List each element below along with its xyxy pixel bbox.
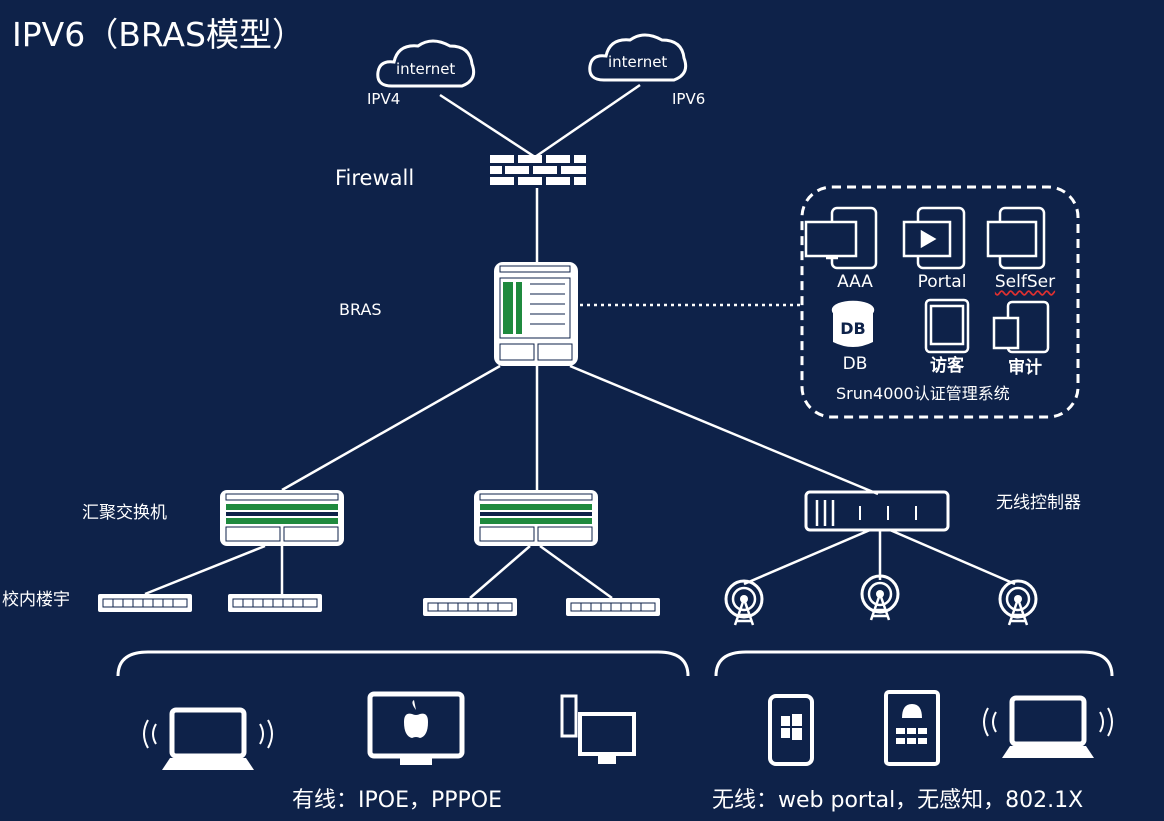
link-controller-ap3 <box>889 528 1016 586</box>
wireless-controller-icon <box>804 490 950 532</box>
db-icon <box>831 300 875 347</box>
ipv6-label: IPV6 <box>672 90 706 108</box>
portal-icon <box>902 206 966 270</box>
access-switch-icon <box>422 597 518 617</box>
connection-lines <box>144 83 1016 600</box>
access-switch-icon <box>565 597 661 617</box>
aggregation-switch-label: 汇聚交换机 <box>82 503 167 523</box>
access-point-icon <box>724 579 764 627</box>
selfservice-icon <box>986 206 1046 270</box>
aaa-icon <box>804 206 878 270</box>
aggregation-switch-icon <box>219 489 345 547</box>
db-icon-text: DB <box>840 319 865 338</box>
module-label-visitor: 访客 <box>930 356 964 376</box>
visitor-icon <box>924 298 970 354</box>
link-ipv6-firewall <box>534 83 641 159</box>
android-tablet-icon <box>884 690 940 766</box>
firewall-icon <box>490 155 586 185</box>
cloud-icon <box>588 33 688 82</box>
firewall-label: Firewall <box>335 166 415 190</box>
imac-icon <box>367 691 465 765</box>
ipv4-label: IPV4 <box>367 90 401 108</box>
bras-chassis-icon <box>494 262 578 366</box>
wireless-controller-label: 无线控制器 <box>996 493 1081 513</box>
bras-label: BRAS <box>339 300 382 319</box>
module-label-selfser: SelfSer <box>994 272 1056 292</box>
cloud-icon <box>376 39 476 88</box>
cloud-text-ipv4: internet <box>396 60 456 78</box>
module-label-portal: Portal <box>917 272 967 292</box>
link-agg2-sw4 <box>539 544 613 600</box>
access-point-icon <box>998 579 1038 627</box>
aggregation-switch-icon <box>473 489 599 547</box>
link-agg2-sw3 <box>469 545 531 599</box>
page-title: IPV6（BRAS模型） <box>12 15 305 54</box>
srun-system-box <box>800 185 1080 419</box>
link-bras-controller <box>569 364 879 496</box>
campus-building-label: 校内楼宇 <box>2 590 70 610</box>
laptop-icon <box>144 710 272 770</box>
link-controller-ap1 <box>743 528 871 586</box>
desktop-pc-icon <box>560 694 636 764</box>
link-agg1-sw1 <box>144 544 266 596</box>
module-label-aaa: AAA <box>837 272 873 292</box>
access-switch-icon <box>97 593 193 613</box>
module-label-audit: 审计 <box>1008 358 1042 378</box>
wireless-group-bracket <box>714 650 1114 677</box>
link-ipv4-firewall <box>439 93 536 159</box>
access-switch-icon <box>227 593 323 613</box>
wireless-caption: 无线：web portal，无感知，802.1X <box>712 788 1084 813</box>
windows-phone-icon <box>768 694 814 766</box>
wired-group-bracket <box>116 650 690 677</box>
laptop-icon <box>984 698 1112 758</box>
system-name: Srun4000认证管理系统 <box>836 384 1010 403</box>
cloud-text-ipv6: internet <box>608 53 668 71</box>
link-bras-agg1 <box>281 364 501 492</box>
module-label-db: DB <box>842 354 868 374</box>
audit-icon <box>992 300 1050 354</box>
wired-caption: 有线：IPOE，PPPOE <box>292 788 502 813</box>
access-point-icon <box>860 574 900 622</box>
